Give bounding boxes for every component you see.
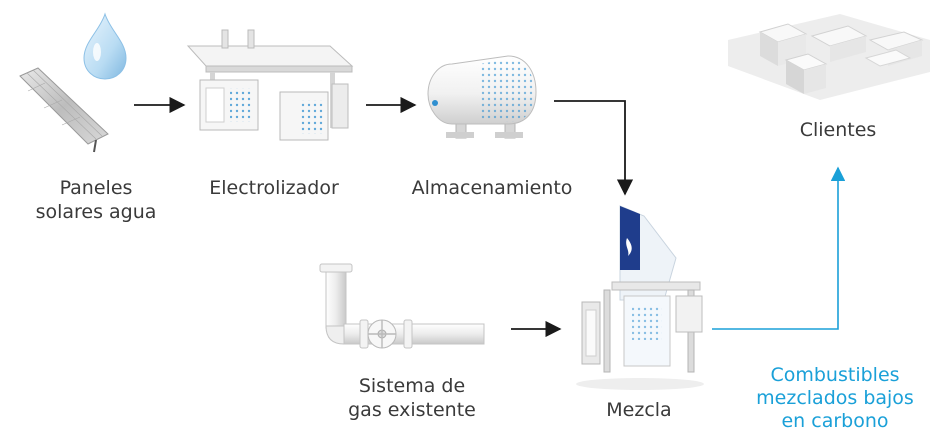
blending-station-icon (576, 205, 704, 390)
node-label-mix: Mezcla (584, 398, 694, 422)
node-label-line: Almacenamiento (411, 177, 573, 199)
city-buildings-icon (728, 14, 930, 100)
node-label-solar: Paneles solares agua (16, 176, 176, 224)
output-label-line: en carbono (781, 410, 889, 432)
node-label-line: Paneles (59, 177, 133, 199)
node-label-gas: Sistema de gas existente (332, 374, 492, 422)
connectors (134, 96, 846, 338)
node-label-electrolyzer: Electrolizador (186, 176, 362, 200)
node-label-clients: Clientes (780, 118, 896, 142)
output-label-low-carbon-fuels: Combustibles mezclados bajos en carbono (742, 364, 928, 433)
node-label-line: Mezcla (606, 399, 672, 421)
output-label-line: mezclados bajos (756, 387, 914, 409)
node-label-storage: Almacenamiento (392, 176, 592, 200)
electrolyzer-icon (186, 29, 354, 141)
arrow-storage-to-mix (554, 100, 634, 196)
node-label-line: gas existente (348, 399, 476, 421)
node-label-line: Clientes (799, 119, 877, 141)
node-label-line: Electrolizador (209, 177, 339, 199)
node-label-line: solares agua (35, 201, 157, 223)
hydrogen-storage-tank-icon (427, 55, 537, 139)
gas-pipe-valve-icon (319, 263, 485, 349)
node-label-line: Sistema de (358, 375, 466, 397)
arrow-mix-to-clients (712, 166, 846, 330)
output-label-line: Combustibles (770, 364, 900, 386)
solar-panel-and-water-drop-icon (19, 12, 127, 153)
